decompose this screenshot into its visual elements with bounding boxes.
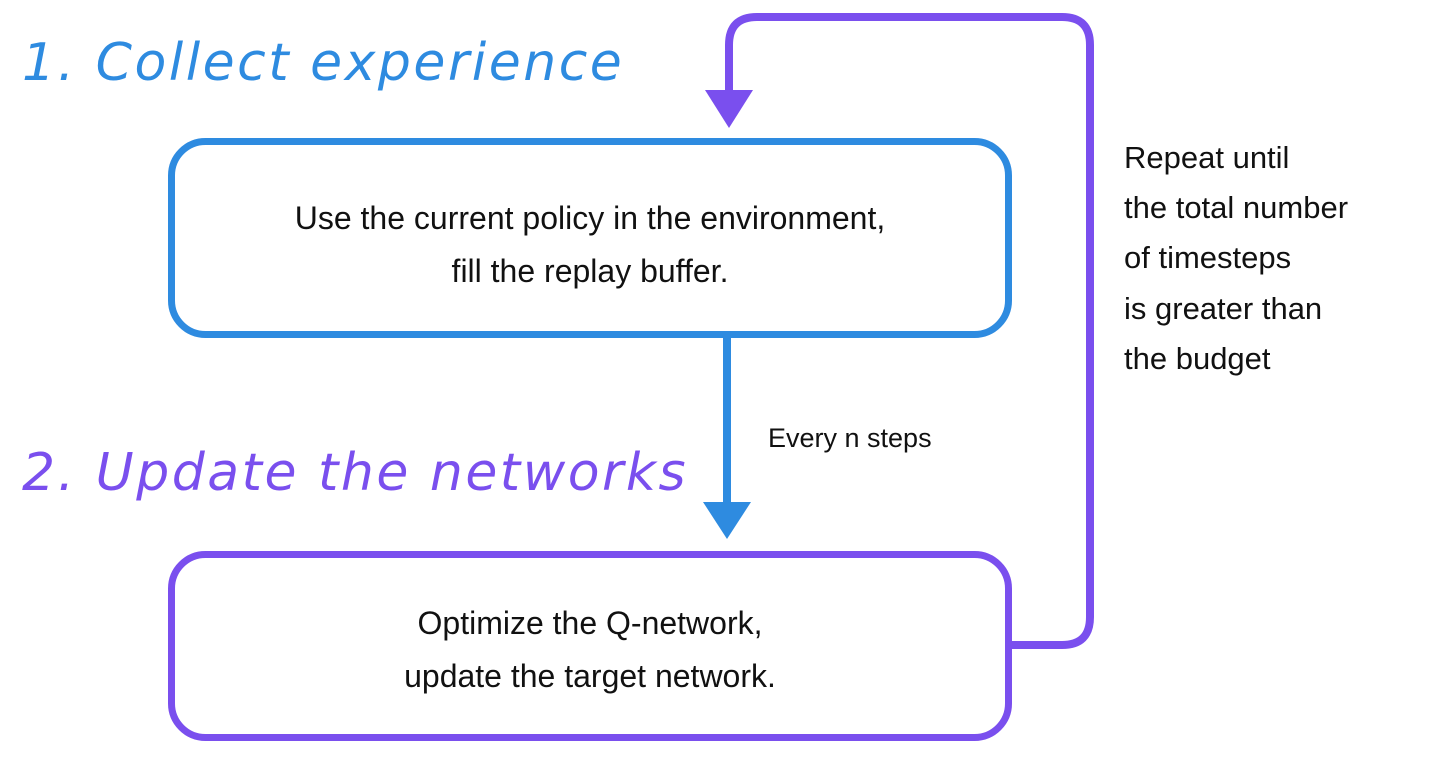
section-heading-update-networks: 2. Update the networks	[22, 443, 689, 503]
section-heading-collect-experience: 1. Collect experience	[22, 33, 625, 93]
collect-experience-box	[168, 138, 1012, 338]
arrow-down-icon	[705, 90, 753, 128]
feedback-loop-note: Repeat until the total number of timeste…	[1124, 140, 1349, 376]
update-networks-box	[168, 551, 1012, 741]
update-networks-box-label: Optimize the Q-network, update the targe…	[404, 605, 776, 694]
arrow-down-icon	[703, 502, 751, 539]
collect-experience-box-label: Use the current policy in the environmen…	[294, 200, 886, 289]
feedback-loop-arrow	[725, 13, 1094, 649]
edge-label-every-n-steps: Every n steps	[768, 423, 932, 453]
